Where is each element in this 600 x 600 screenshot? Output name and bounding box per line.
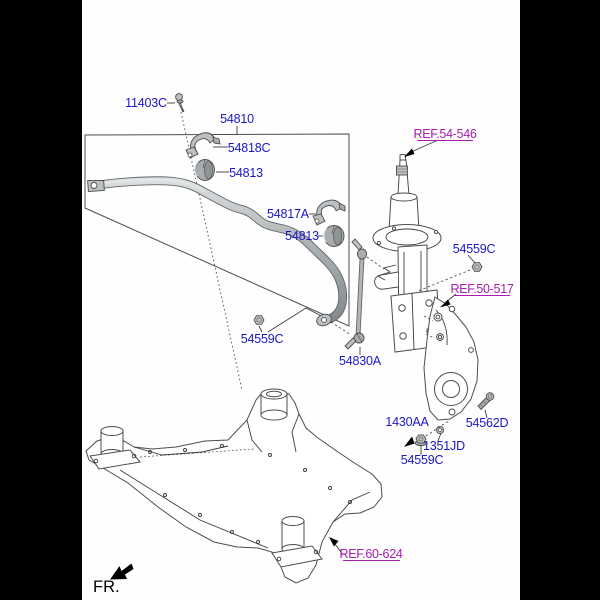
bolt-locator-dotted-line bbox=[180, 111, 243, 391]
part-label-54813-upper[interactable]: 54813 bbox=[229, 166, 263, 180]
crossmember-top-mount bbox=[260, 388, 288, 421]
bushing-bracket-54817a-drawing bbox=[312, 199, 346, 226]
part-label-54559c-left[interactable]: 54559C bbox=[241, 332, 284, 346]
ref-label-60-624[interactable]: REF.60-624 bbox=[339, 547, 403, 561]
bar-left-eyelet bbox=[87, 180, 105, 193]
stabilizer-link-54830a-drawing bbox=[344, 238, 368, 350]
fr-indicator: FR. bbox=[93, 578, 120, 596]
part-label-54810[interactable]: 54810 bbox=[220, 112, 254, 126]
left-letterbox bbox=[0, 0, 82, 600]
bar-right-eyelet bbox=[316, 313, 332, 327]
fr-direction-arrow-icon bbox=[110, 563, 134, 580]
bushing-54813-lower-drawing bbox=[323, 225, 345, 247]
nut-54559c-strut-icon bbox=[471, 262, 483, 272]
assembly-group-box bbox=[84, 133, 350, 327]
part-label-54817a[interactable]: 54817A bbox=[267, 207, 310, 221]
leader-lines bbox=[167, 102, 488, 556]
right-letterbox bbox=[520, 0, 600, 600]
part-label-1430aa[interactable]: 1430AA bbox=[385, 415, 429, 429]
part-label-11403c[interactable]: 11403C bbox=[125, 96, 167, 110]
crossmember-bottom-mount bbox=[271, 516, 323, 568]
bushing-bracket-54818c-drawing bbox=[185, 132, 221, 159]
alignment-dashed-lines bbox=[330, 256, 471, 437]
stabilizer-bar-drawing bbox=[87, 176, 348, 327]
part-label-54559c-knuckle[interactable]: 54559C bbox=[401, 453, 444, 467]
part-label-54818c[interactable]: 54818C bbox=[228, 141, 271, 155]
part-label-54813-lower[interactable]: 54813 bbox=[285, 229, 319, 243]
ref-arrowheads bbox=[329, 148, 451, 547]
ref-label-54-546[interactable]: REF.54-546 bbox=[413, 127, 477, 141]
nut-54559c-left-icon bbox=[253, 315, 265, 325]
bolt-11403c-icon bbox=[175, 93, 185, 113]
washer-1351jd-icon bbox=[435, 425, 445, 435]
part-label-1351jd[interactable]: 1351JD bbox=[423, 439, 465, 453]
crossmember-left-mount bbox=[89, 426, 141, 470]
bolt-54562d-icon bbox=[477, 392, 495, 411]
part-label-54562d[interactable]: 54562D bbox=[466, 416, 509, 430]
bushing-54813-upper-drawing bbox=[194, 159, 215, 181]
nut-direction-arrow bbox=[404, 436, 415, 447]
ref-label-50-517[interactable]: REF.50-517 bbox=[450, 282, 514, 296]
part-label-54559c-strut[interactable]: 54559C bbox=[453, 242, 496, 256]
part-label-54830a[interactable]: 54830A bbox=[339, 354, 382, 368]
knuckle-drawing bbox=[423, 296, 479, 421]
crossmember-drawing bbox=[85, 388, 383, 584]
